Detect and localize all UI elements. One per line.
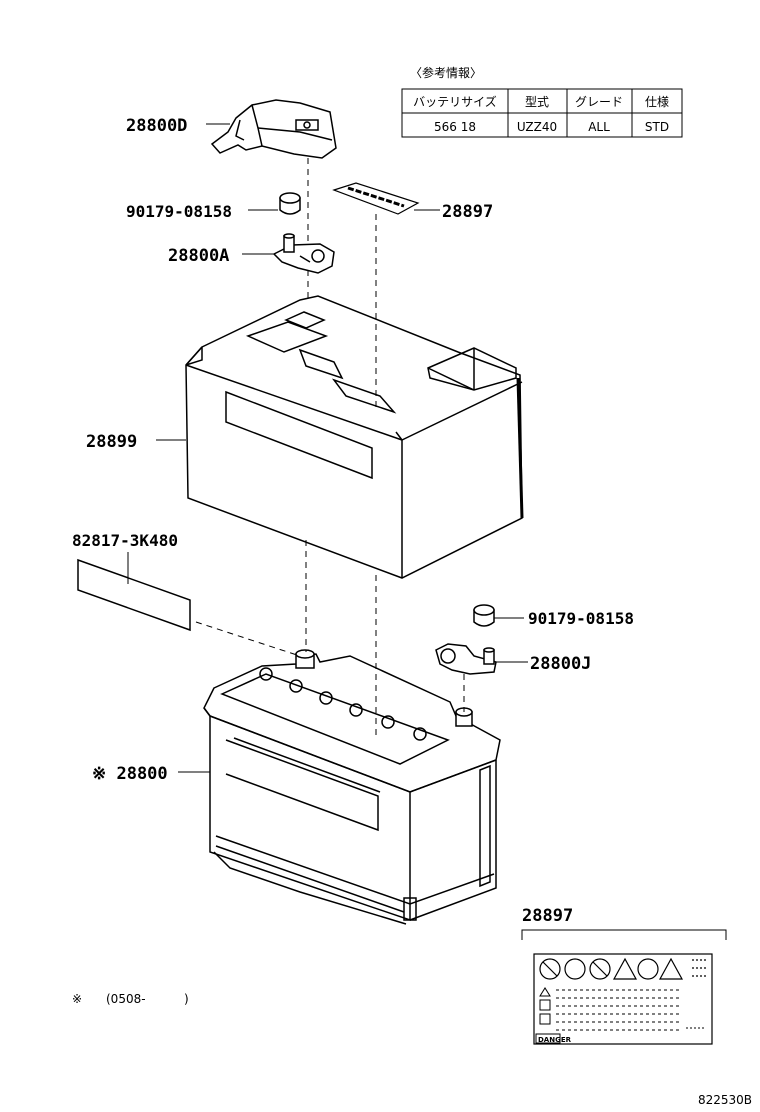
warning-label-part[interactable] xyxy=(332,182,420,215)
caution-label-part[interactable] xyxy=(77,558,191,632)
label-detail-view: 28897 xyxy=(521,906,727,1045)
figure-code: 822530B xyxy=(698,1093,752,1107)
table-cell: 566 18 xyxy=(434,120,476,134)
label-detail-sheet xyxy=(533,953,713,1045)
reference-table-title: 〈参考情報〉 xyxy=(410,65,482,80)
part-labels: 28800D 90179-08158 28800A 28897 28899 82… xyxy=(72,116,634,784)
table-header: 型式 xyxy=(525,95,549,109)
reference-table: 〈参考情報〉 バッテリサイズ 型式 グレード 仕様 566 18 UZZ40 A… xyxy=(401,65,683,138)
part-label: 90179-08158 xyxy=(528,609,634,628)
nut-lower-part[interactable] xyxy=(473,604,495,627)
alignment-lines xyxy=(195,158,465,740)
explosion-warning-icon xyxy=(658,957,684,980)
footnote-close: ) xyxy=(184,992,189,1006)
part-label: 82817-3K480 xyxy=(72,531,178,550)
terminal-cover-part[interactable] xyxy=(210,99,337,159)
danger-text: DANGER xyxy=(538,1036,572,1044)
footnote-mark: ※ xyxy=(72,992,82,1006)
table-header: 仕様 xyxy=(645,95,669,109)
nut-upper-part[interactable] xyxy=(279,192,301,215)
table-cell: STD xyxy=(645,120,669,134)
part-label: 28800D xyxy=(126,116,187,136)
detail-title: 28897 xyxy=(522,906,573,926)
part-label: 90179-08158 xyxy=(126,202,232,221)
table-cell: ALL xyxy=(588,120,610,134)
part-label: 28899 xyxy=(86,432,137,452)
clamp-positive-part[interactable] xyxy=(272,233,335,274)
table-cell: UZZ40 xyxy=(517,120,557,134)
no-children-icon xyxy=(589,958,611,980)
battery-part[interactable] xyxy=(203,649,501,925)
part-label: 28897 xyxy=(442,202,493,222)
leader-lines xyxy=(127,123,528,773)
part-label: ※ 28800 xyxy=(92,764,168,784)
clamp-negative-part[interactable] xyxy=(435,643,497,675)
manual-icon xyxy=(637,958,659,980)
battery-insulator-part[interactable] xyxy=(185,295,524,579)
part-label: 28800J xyxy=(530,654,591,674)
part-label: 28800A xyxy=(168,246,229,266)
table-header: バッテリサイズ xyxy=(413,94,497,109)
table-header: グレード xyxy=(575,95,623,109)
footnote-text: (0508- xyxy=(106,992,146,1006)
no-fire-icon xyxy=(539,958,561,980)
acid-warning-icon xyxy=(612,957,638,980)
eye-protection-icon xyxy=(564,958,586,980)
